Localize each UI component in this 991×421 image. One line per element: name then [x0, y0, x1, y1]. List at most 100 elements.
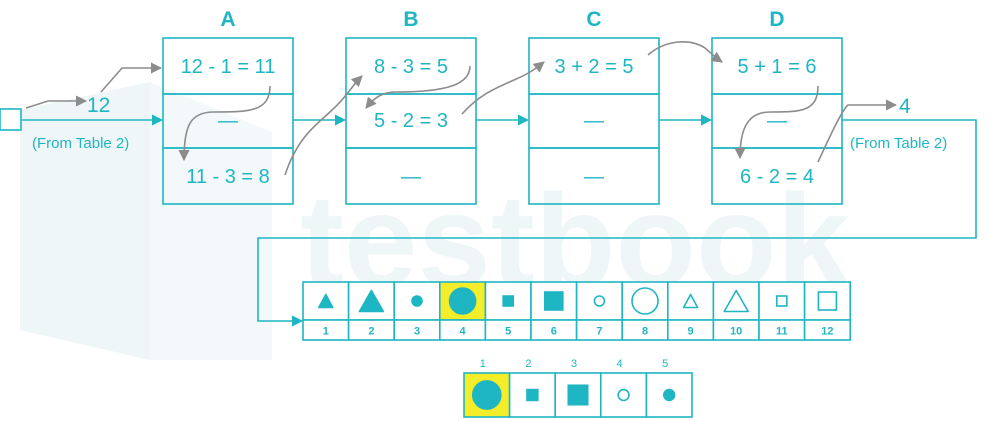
arrow-b1-to-b2 — [365, 65, 471, 109]
answer-label: 3 — [571, 358, 577, 370]
answer-label: 2 — [525, 358, 531, 370]
circle-outline-small-icon — [617, 388, 630, 402]
cell-c3-text: — — [584, 166, 604, 188]
symbol-cell: 10 — [712, 281, 760, 341]
symbol-cell: 12 — [803, 281, 851, 341]
start-arrow — [25, 95, 88, 109]
answer-cell: 1 — [463, 358, 511, 418]
symbol-label: 5 — [505, 326, 511, 338]
circle-filled-large-icon — [471, 380, 502, 410]
start-square — [0, 108, 22, 131]
cell-b1-text: 8 - 3 = 5 — [374, 56, 448, 78]
symbol-cell: 6 — [530, 281, 578, 341]
triangle-filled-large-icon — [358, 289, 385, 313]
symbol-cell: 3 — [393, 281, 441, 341]
arrow-d1-to-d3 — [734, 85, 819, 160]
answer-cell-box — [599, 372, 648, 418]
symbol-cell-box — [803, 281, 851, 321]
symbol-cell: 1 — [302, 281, 350, 341]
square-filled-small-icon — [502, 295, 515, 307]
symbol-label: 9 — [688, 326, 694, 338]
cell-d2-text: — — [767, 110, 787, 132]
square-filled-small-icon — [526, 388, 539, 402]
cell-a3 — [162, 147, 294, 205]
cell-b3-text: — — [401, 166, 421, 188]
answer-label: 4 — [617, 358, 623, 370]
column-d: D 5 + 1 = 6 — 6 - 2 = 4 — [711, 8, 843, 205]
arrow-a1-to-a3 — [178, 85, 271, 162]
triangle-filled-small-icon — [317, 293, 334, 309]
cell-c3 — [528, 147, 660, 205]
triangle-outline-small-icon — [682, 293, 699, 309]
column-header: D — [769, 8, 784, 31]
symbol-label: 10 — [730, 326, 742, 338]
symbol-label: 12 — [821, 326, 833, 338]
end-value: 4 — [899, 95, 911, 118]
start-value: 12 — [87, 94, 110, 117]
symbol-cell-box — [666, 281, 715, 321]
circle-outline-large-icon — [631, 287, 659, 315]
symbol-label: 6 — [551, 326, 557, 338]
symbol-cell: 4 — [438, 281, 487, 341]
symbol-cell: 2 — [347, 281, 396, 341]
answer-cell: 5 — [645, 358, 693, 418]
symbol-cell-box — [712, 281, 760, 321]
cell-a3-text: 11 - 3 = 8 — [186, 166, 270, 188]
column-header: C — [586, 8, 601, 31]
square-filled-large-icon — [543, 291, 564, 311]
circle-filled-small-icon — [662, 388, 676, 402]
symbol-cell-box — [758, 281, 806, 321]
column-a: A 12 - 1 = 11 — 11 - 3 = 8 — [162, 8, 294, 205]
answer-label: 1 — [480, 358, 486, 370]
answer-cell: 2 — [508, 358, 557, 418]
end-note: (From Table 2) — [850, 135, 947, 152]
square-filled-large-icon — [567, 384, 589, 406]
cell-d3 — [711, 147, 843, 205]
cell-a2-text: — — [218, 110, 238, 132]
symbol-label: 1 — [323, 326, 329, 338]
symbol-cell: 11 — [758, 281, 806, 341]
cell-a1-text: 12 - 1 = 11 — [181, 56, 276, 78]
symbol-label: 8 — [642, 326, 648, 338]
symbol-label: 11 — [776, 326, 788, 338]
answer-label: 5 — [662, 358, 668, 370]
answer-cell: 4 — [599, 358, 648, 418]
symbol-label: 4 — [460, 326, 467, 338]
cell-c2-text: — — [584, 110, 604, 132]
symbol-label-box — [803, 319, 851, 341]
square-outline-large-icon — [817, 291, 838, 311]
symbol-cell: 5 — [484, 281, 532, 341]
cell-b3 — [345, 147, 477, 205]
symbol-cell-box — [575, 281, 623, 321]
symbol-label: 2 — [368, 326, 374, 338]
arrow-c1-to-d1 — [647, 41, 723, 63]
cell-d3-text: 6 - 2 = 4 — [740, 166, 814, 188]
start-note: (From Table 2) — [32, 135, 129, 152]
symbol-cell: 9 — [666, 281, 715, 341]
symbol-cell: 7 — [575, 281, 623, 341]
square-outline-small-icon — [775, 295, 788, 307]
circle-outline-small-icon — [593, 295, 606, 307]
arrow-b2-to-c1 — [461, 61, 545, 115]
column-header: A — [220, 8, 235, 31]
cell-d1-text: 5 + 1 = 6 — [738, 56, 817, 78]
column-b: B 8 - 3 = 5 5 - 2 = 3 — — [345, 8, 477, 205]
answer-cell: 3 — [554, 358, 602, 418]
arrow-a3-to-b1 — [284, 75, 363, 176]
column-c: C 3 + 2 = 5 — — — [528, 8, 660, 205]
arrow-d3-to-end — [817, 99, 898, 163]
cell-c1-text: 3 + 2 = 5 — [555, 56, 634, 78]
symbol-cell: 8 — [621, 281, 669, 341]
circle-filled-small-icon — [411, 295, 423, 307]
symbol-label: 3 — [414, 326, 420, 338]
circle-filled-large-icon — [448, 287, 477, 315]
symbol-label: 7 — [596, 326, 602, 338]
triangle-outline-large-icon — [723, 289, 750, 313]
answer-row: 1 2 3 4 5 — [463, 358, 693, 418]
connector-d-to-symbols — [257, 119, 977, 327]
arrow-12-to-a1 — [100, 62, 163, 93]
column-header: B — [403, 8, 418, 31]
cell-b2-text: 5 - 2 = 3 — [374, 110, 448, 132]
